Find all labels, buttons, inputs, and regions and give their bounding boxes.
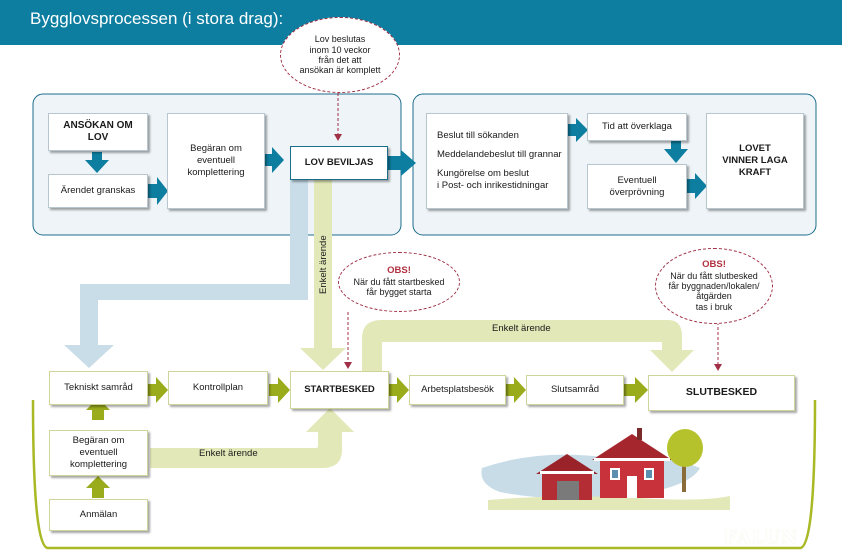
beslut-line-1: Beslut till sökanden: [437, 130, 519, 142]
callout-top-line-1: Lov beslutas: [314, 34, 366, 45]
pale-green-arrow-vertical: [300, 180, 346, 370]
callout-top-line-2: inom 10 veckor: [309, 44, 371, 55]
tree-icon: [667, 429, 703, 492]
beslut-line-4: i Post- och inrikestidningar: [437, 179, 549, 191]
pale-green-arrow-bottom: [150, 408, 354, 468]
callout-top-line-4: ansökan är komplett: [299, 65, 381, 76]
callout-start-obs: OBS!: [387, 265, 411, 277]
callout-startbesked: OBS! När du fått startbesked får bygget …: [338, 252, 460, 312]
house-illustration-icon: [481, 428, 730, 510]
arbetsplatsbesok-box: Arbetsplatsbesök: [409, 375, 506, 405]
enkelt-arende-top-label: Enkelt ärende: [492, 323, 551, 334]
lovet-vinner-laga-kraft-box: LOVET VINNER LAGA KRAFT: [706, 113, 804, 209]
blue-arrows: [85, 118, 707, 205]
lower-frame: [31, 399, 817, 550]
pale-blue-arrow: [64, 180, 308, 368]
slutbesked-box: SLUTBESKED: [648, 375, 795, 411]
green-arrows: [86, 377, 648, 498]
enkelt-arende-bottom-label: Enkelt ärende: [199, 448, 258, 459]
page-title: Bygglovsprocessen (i stora drag):: [30, 9, 284, 28]
beslut-line-3: Kungörelse om beslut: [437, 168, 529, 179]
tid-att-overklaga-box: Tid att överklaga: [587, 113, 687, 141]
callout-end-line-3: åtgärden: [696, 291, 732, 302]
tekniskt-samrad-box: Tekniskt samråd: [49, 371, 148, 405]
enkelt-arende-vertical-label: Enkelt ärende: [318, 235, 329, 294]
connector-arrowheads: [334, 134, 722, 371]
callout-slutbesked: OBS! När du fått slutbesked får byggnade…: [655, 248, 773, 324]
callout-end-line-1: När du fått slutbesked: [670, 270, 758, 281]
callout-lov-beslutas: Lov beslutas inom 10 veckor från det att…: [280, 17, 400, 93]
callout-end-line-2: får byggnaden/lokalen/: [668, 281, 760, 292]
beslut-box: Beslut till sökanden Meddelandebeslut ti…: [426, 113, 568, 209]
kontrollplan-box: Kontrollplan: [168, 371, 268, 405]
callout-connectors: [337, 78, 719, 366]
callout-start-line-2: får bygget starta: [366, 287, 432, 298]
ansokan-om-lov-box: ANSÖKAN OM LOV: [48, 113, 148, 151]
header-bar: Bygglovsprocessen (i stora drag):: [0, 0, 842, 45]
startbesked-box: STARTBESKED: [290, 371, 389, 409]
begaran-komplettering-box: Begäran om eventuell komplettering: [167, 113, 265, 209]
anmalan-box: Anmälan: [49, 499, 148, 531]
lov-beviljas-box: LOV BEVILJAS: [290, 146, 388, 180]
eventuell-overprovning-box: Eventuell överprövning: [587, 164, 687, 209]
callout-end-obs: OBS!: [702, 258, 726, 270]
beslut-line-2: Meddelandebeslut till grannar: [437, 149, 562, 161]
falun-logo: FALUN: [724, 527, 799, 548]
callout-start-line-1: När du fått startbesked: [353, 277, 445, 288]
arendet-granskas-box: Ärendet granskas: [48, 174, 148, 208]
pale-green-arrow-top: [362, 320, 694, 372]
begaran-komplettering-lower-box: Begäran om eventuell komplettering: [49, 430, 148, 476]
slutsamrad-box: Slutsamråd: [526, 375, 624, 405]
callout-end-line-4: tas i bruk: [695, 301, 733, 312]
callout-top-line-3: från det att: [318, 55, 362, 65]
